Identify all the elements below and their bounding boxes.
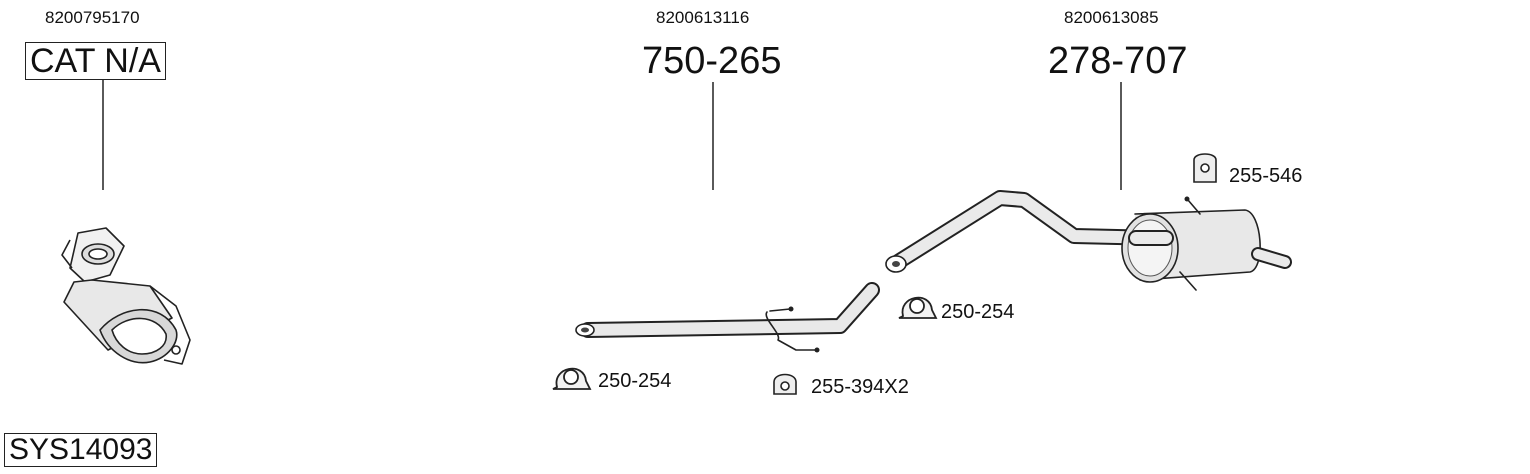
pipe-clamp-icon bbox=[898, 296, 938, 319]
part-number-middle-pipe: 750-265 bbox=[642, 40, 782, 82]
accessory-label-hanger-rear: 255-546 bbox=[1229, 165, 1303, 187]
catalytic-converter-drawing bbox=[61, 227, 191, 365]
part-number-cat: CAT N/A bbox=[25, 42, 166, 80]
oem-number-cat: 8200795170 bbox=[45, 8, 140, 27]
accessory-label-clamp-front: 250-254 bbox=[598, 370, 672, 392]
oem-number-middle-pipe: 8200613116 bbox=[656, 8, 750, 27]
rubber-hanger-icon bbox=[773, 373, 797, 395]
rubber-hanger-icon bbox=[1193, 153, 1217, 183]
system-code: SYS14093 bbox=[4, 433, 158, 467]
part-number-rear-silencer: 278-707 bbox=[1048, 40, 1188, 82]
oem-number-rear-silencer: 8200613085 bbox=[1064, 8, 1159, 27]
rear-silencer-drawing bbox=[885, 190, 1292, 291]
pipe-clamp-icon bbox=[552, 367, 592, 390]
accessory-label-hanger-middle: 255-394X2 bbox=[811, 376, 909, 398]
middle-pipe-drawing bbox=[575, 282, 880, 353]
accessory-label-clamp-rear: 250-254 bbox=[941, 301, 1015, 323]
